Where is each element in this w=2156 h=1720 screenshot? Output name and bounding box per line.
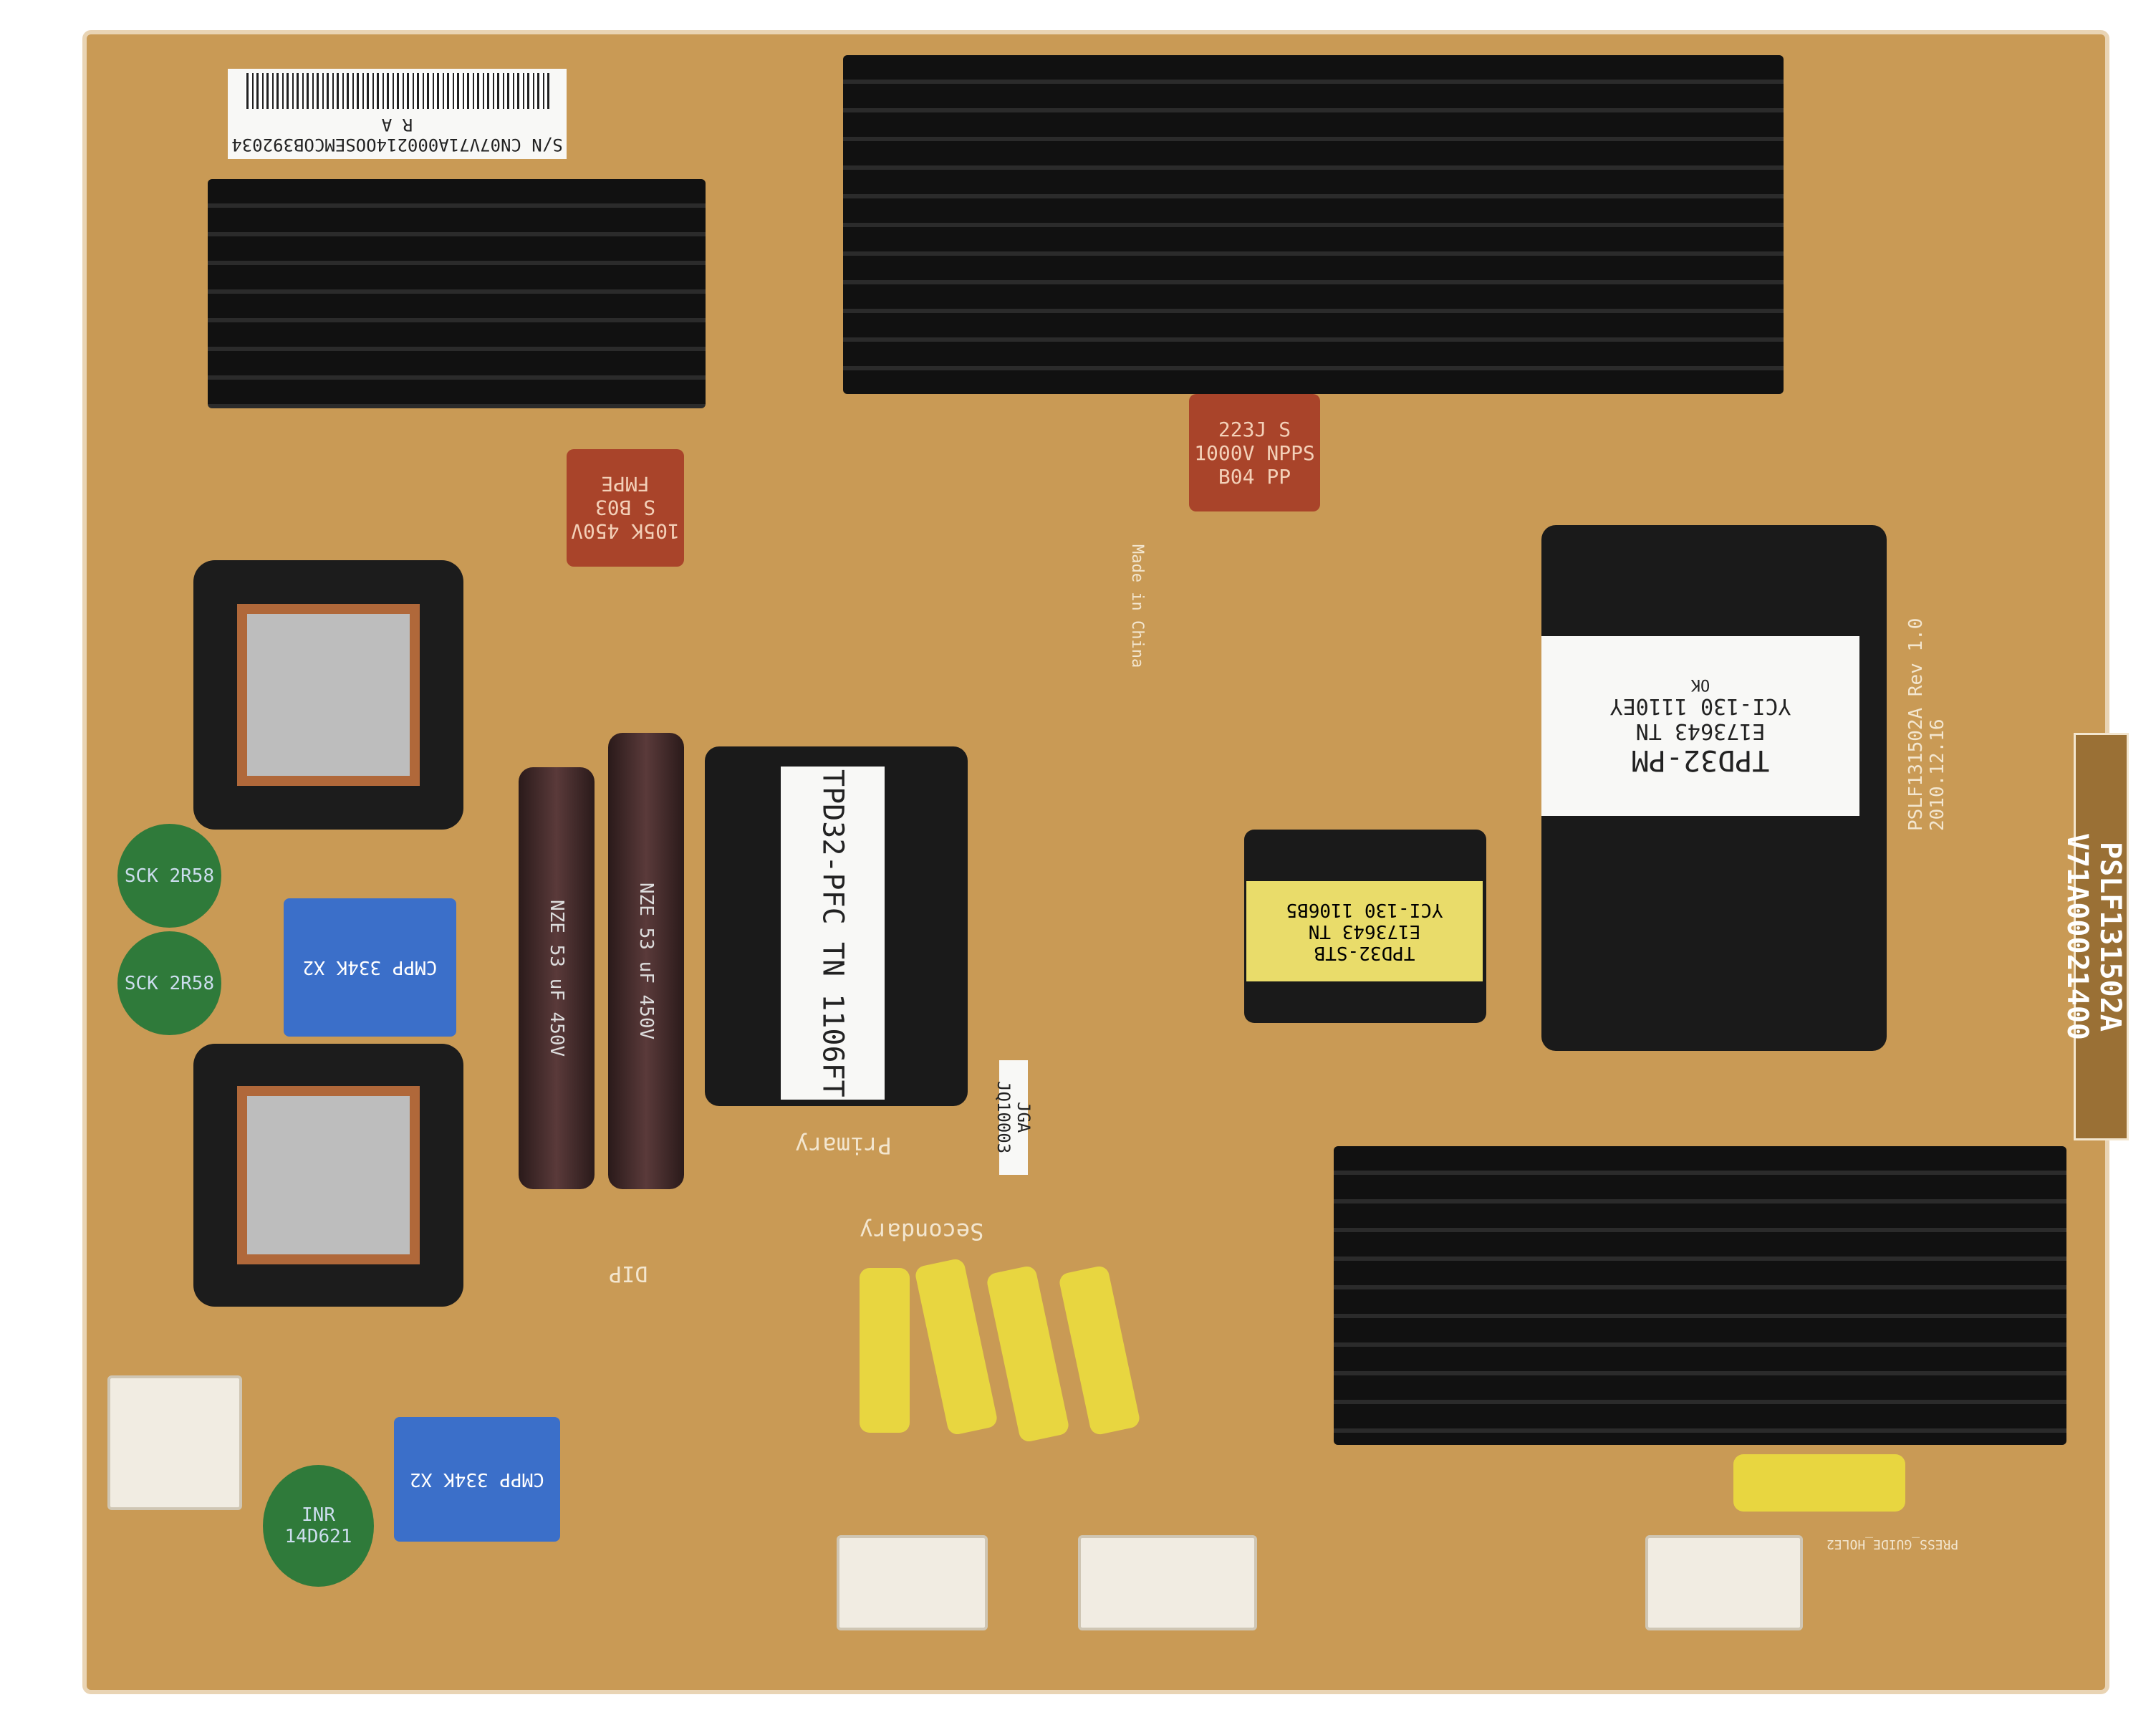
varistor: SCK 2R58 <box>117 931 221 1035</box>
yellow-capacitor <box>1733 1454 1905 1512</box>
board-part-number: PSLF131502A <box>2094 842 2127 1032</box>
film-capacitor-red: 223J S 1000V NPPS B04 PP <box>1189 394 1320 511</box>
toroid-choke-top <box>193 560 463 830</box>
connector-ac-input[interactable] <box>107 1375 242 1510</box>
thermistor: INR 14D621 <box>263 1465 374 1587</box>
transformer-pm-code: E173643 TN <box>1635 719 1766 744</box>
board-model-strip: PSLF131502A V71A00021400 <box>2061 733 2129 1140</box>
serial-number: S/N CN07V71A000214OOSEMCOB392034 R A <box>231 115 563 155</box>
toroid-choke-bottom <box>193 1044 463 1307</box>
transformer-pfc-label: TPD32-PFC TN 1106FT <box>781 767 885 1100</box>
transformer-stb-label: TPD32-STB E173643 TN YCI-130 1106B5 <box>1246 881 1483 981</box>
stb-name: TPD32-STB <box>1314 942 1415 964</box>
board-version: V71A00021400 <box>2061 833 2094 1040</box>
transformer-pm-lot: YCI-130 1110EY <box>1609 693 1791 719</box>
dip-label: DIP <box>609 1261 648 1286</box>
heatsink-left <box>208 179 706 408</box>
ok-mark: OK <box>1690 676 1710 693</box>
jq-text: JQ10003 <box>993 1081 1014 1154</box>
connector-pj860[interactable] <box>1645 1535 1803 1630</box>
primary-label: Primary <box>795 1132 892 1159</box>
film-capacitor-red: 105K 450V S B03 FMPE <box>567 449 684 567</box>
heatsink-top <box>843 55 1784 394</box>
transformer-pfc-lot: TN 1106FT <box>816 941 850 1097</box>
secondary-label: Secondary <box>860 1218 984 1245</box>
yellow-capacitor <box>860 1268 910 1433</box>
rev-number: Rev 1.0 <box>1905 618 1927 697</box>
connector-jb54[interactable] <box>1078 1535 1257 1630</box>
transformer-pfc-name: TPD32-PFC <box>816 769 850 925</box>
barcode <box>244 73 550 109</box>
connector-pj801[interactable] <box>837 1535 988 1630</box>
stb-lot: YCI-130 1106B5 <box>1286 899 1443 921</box>
rev-date: 2010.12.16 <box>1927 719 1948 831</box>
transformer-pm-name: TPD32-PM <box>1631 744 1770 777</box>
press-guide-label: PRESS_GUIDE_HOLE2 <box>1827 1537 1959 1552</box>
made-in-label: Made in China <box>1128 544 1146 668</box>
stb-code: E173643 TN <box>1308 921 1421 942</box>
heatsink-bottom <box>1334 1146 2066 1445</box>
transformer-pm-label: TPD32-PM E173643 TN YCI-130 1110EY OK <box>1541 636 1859 816</box>
varistor: SCK 2R58 <box>117 824 221 928</box>
barcode-label: S/N CN07V71A000214OOSEMCOB392034 R A <box>228 69 567 159</box>
rev-model: PSLF131502A <box>1905 707 1927 831</box>
electrolytic-capacitor: NZE 53 uF 450V <box>519 767 595 1189</box>
x2-capacitor: CMPP 334K X2 <box>394 1417 560 1542</box>
electrolytic-capacitor: NZE 53 uF 450V <box>608 733 684 1189</box>
board-rev-text: PSLF131502A Rev 1.0 2010.12.16 <box>1905 616 1948 831</box>
jga-text: JGA <box>1014 1102 1034 1133</box>
x2-capacitor: CMPP 334K X2 <box>284 898 456 1037</box>
